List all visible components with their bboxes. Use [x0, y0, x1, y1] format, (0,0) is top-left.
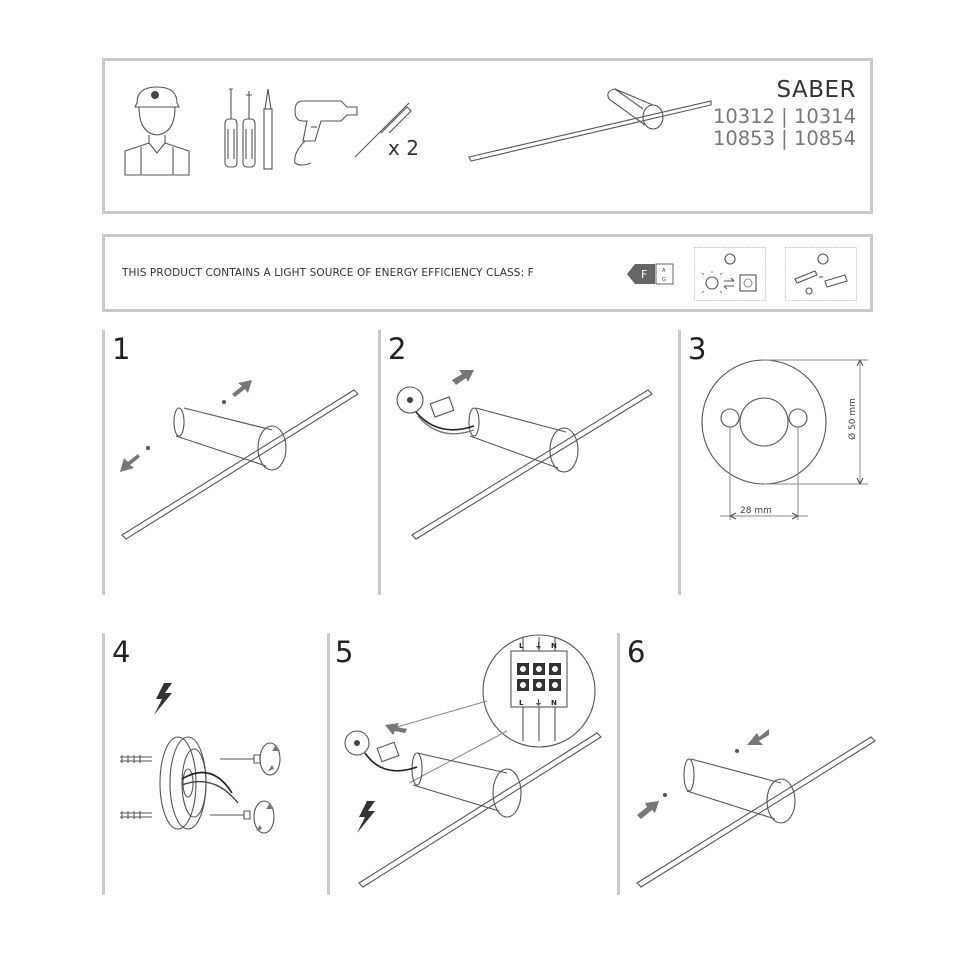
mounting-plate-dimensions — [701, 359, 868, 520]
wall-mounting-view — [120, 683, 281, 834]
step-number: 1 — [112, 332, 131, 366]
hole-spacing-dimension: 28 mm — [740, 506, 772, 516]
wiring-connection-view: L ⏚ N L ⏚ N — [344, 634, 602, 888]
step-4-panel: 4 — [102, 633, 312, 898]
energy-class-badge: F A G — [627, 263, 674, 285]
screwdriver-set-icon — [224, 88, 273, 170]
product-header-panel: x 2 SABER 10312 | 10314 10853 | 10854 — [102, 58, 873, 214]
installer-person-icon — [124, 86, 190, 176]
step-1-panel: 1 — [102, 330, 362, 595]
replaceable-light-source-icon — [694, 247, 766, 301]
energy-scale-bottom: G — [662, 277, 666, 283]
step-number: 4 — [112, 635, 131, 669]
wire-label-bottom-l: L — [519, 699, 524, 707]
energy-class-statement: THIS PRODUCT CONTAINS A LIGHT SOURCE OF … — [122, 267, 534, 279]
step-5-panel: 5 L ⏚ N L ⏚ N — [327, 633, 615, 898]
energy-efficiency-panel: THIS PRODUCT CONTAINS A LIGHT SOURCE OF … — [102, 234, 873, 312]
energy-class-letter: F — [641, 268, 647, 281]
electric-hazard-icon — [154, 683, 172, 715]
product-name: SABER — [776, 77, 856, 103]
wire-label-top-l: L — [519, 642, 524, 650]
step-number: 5 — [335, 635, 354, 669]
power-drill-icon — [294, 100, 358, 166]
step-number: 3 — [688, 332, 707, 366]
lamp-side-view — [120, 380, 359, 540]
step-number: 2 — [388, 332, 407, 366]
step-6-panel: 6 — [617, 633, 877, 898]
energy-scale-top: A — [662, 268, 666, 274]
wire-label-bottom-earth: ⏚ — [535, 699, 542, 707]
wire-label-top-n: N — [551, 642, 557, 650]
saber-lamp-illustration — [468, 88, 712, 162]
product-codes-line1: 10312 | 10314 — [712, 105, 856, 128]
wire-label-top-earth: ⏚ — [535, 642, 542, 650]
lamp-wiring-view — [396, 370, 653, 540]
step-number: 6 — [627, 635, 646, 669]
wall-plug-screw-icon — [354, 102, 412, 158]
replaceable-control-gear-icon — [785, 247, 857, 301]
electric-hazard-icon — [357, 801, 375, 833]
dowel-quantity: x 2 — [388, 136, 419, 160]
wire-label-bottom-n: N — [551, 699, 557, 707]
diameter-dimension: Ø 50 mm — [848, 398, 858, 440]
step-2-panel: 2 — [378, 330, 663, 595]
final-assembly-view — [636, 729, 876, 888]
product-codes-line2: 10853 | 10854 — [712, 127, 856, 150]
step-3-panel: 3 Ø 50 mm 28 mm — [678, 330, 878, 595]
